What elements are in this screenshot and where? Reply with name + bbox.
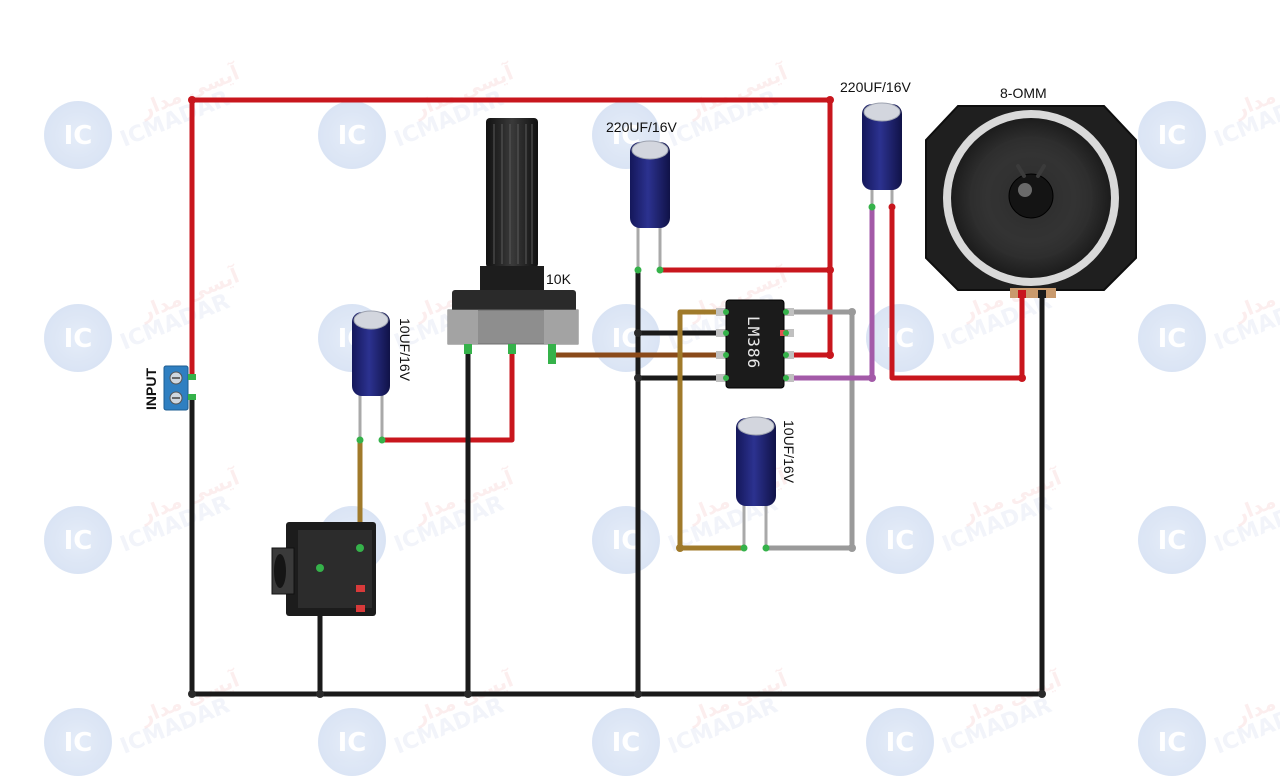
watermark-logo-icon — [592, 506, 660, 574]
watermark-logo-icon — [1138, 304, 1206, 372]
watermark-logo-text: IC — [64, 324, 93, 354]
junction-dot — [464, 690, 472, 698]
watermark-logo-icon — [866, 304, 934, 372]
watermark-logo-icon — [1138, 708, 1206, 776]
cap-c4-label: 10UF/16V — [781, 420, 797, 484]
watermark-logo-text: IC — [64, 526, 93, 556]
watermark-logo-text: IC — [1158, 728, 1187, 758]
watermark-logo-icon — [866, 708, 934, 776]
wire-red-pot — [379, 349, 515, 443]
watermark-logo-icon — [866, 506, 934, 574]
watermark-logo-icon — [44, 708, 112, 776]
junction-dot — [634, 329, 642, 337]
pot-value-label: 10K — [546, 271, 572, 287]
wire-black-ground — [189, 287, 1045, 697]
watermark-logo-icon — [1138, 506, 1206, 574]
input-label: INPUT — [143, 368, 159, 410]
capacitor-c3: 220UF/16V — [840, 79, 911, 211]
junction-dot — [634, 690, 642, 698]
watermark-logo-text: IC — [1158, 526, 1187, 556]
junction-dot — [848, 308, 856, 316]
audio-jack — [271, 522, 376, 616]
junction-dot — [634, 374, 642, 382]
cap-c2-label: 220UF/16V — [606, 119, 677, 135]
junctions — [188, 96, 1046, 698]
junction-dot — [1038, 690, 1046, 698]
junction-dot — [826, 351, 834, 359]
capacitor-c4: 10UF/16V — [736, 416, 797, 552]
wire-red-speaker — [889, 204, 1025, 381]
watermark-logo-icon — [1138, 101, 1206, 169]
watermark-logo-text: IC — [612, 728, 641, 758]
cap-c1-label: 10UF/16V — [397, 318, 413, 382]
capacitor-c1: 10UF/16V — [352, 310, 413, 444]
watermark-logo-text: IC — [338, 728, 367, 758]
watermark-logo-icon — [318, 708, 386, 776]
watermark-logo-text: IC — [1158, 121, 1187, 151]
watermark-logo-text: IC — [1158, 324, 1187, 354]
wires — [189, 97, 1045, 697]
ic-label: LM386 — [744, 316, 763, 369]
wire-gray — [763, 309, 855, 551]
watermark-logo-text: IC — [64, 728, 93, 758]
watermark-logo-icon — [44, 304, 112, 372]
speaker-label: 8-OMM — [1000, 85, 1047, 101]
watermark-logo-text: IC — [64, 121, 93, 151]
junction-dot — [826, 96, 834, 104]
watermark-logo-icon — [318, 101, 386, 169]
watermark-logo-icon — [44, 101, 112, 169]
watermark-logo-text: IC — [338, 121, 367, 151]
junction-dot — [848, 544, 856, 552]
potentiometer: 10K — [447, 118, 579, 364]
ic-lm386: LM386 — [716, 299, 794, 389]
cap-c3-label: 220UF/16V — [840, 79, 911, 95]
junction-dot — [826, 266, 834, 274]
junction-dot — [188, 96, 196, 104]
watermark-logo-text: IC — [886, 526, 915, 556]
junction-dot — [316, 690, 324, 698]
junction-dot — [1018, 374, 1026, 382]
capacitor-c2: 220UF/16V — [606, 119, 677, 274]
watermark-logo-icon — [44, 506, 112, 574]
junction-dot — [868, 374, 876, 382]
junction-dot — [676, 544, 684, 552]
wire-gold-ic — [677, 309, 747, 551]
input-terminal-block: INPUT — [143, 365, 196, 411]
junction-dot — [188, 690, 196, 698]
watermark-logo-icon — [592, 708, 660, 776]
watermark-logo-text: IC — [886, 728, 915, 758]
speaker: 8-OMM — [925, 85, 1137, 298]
